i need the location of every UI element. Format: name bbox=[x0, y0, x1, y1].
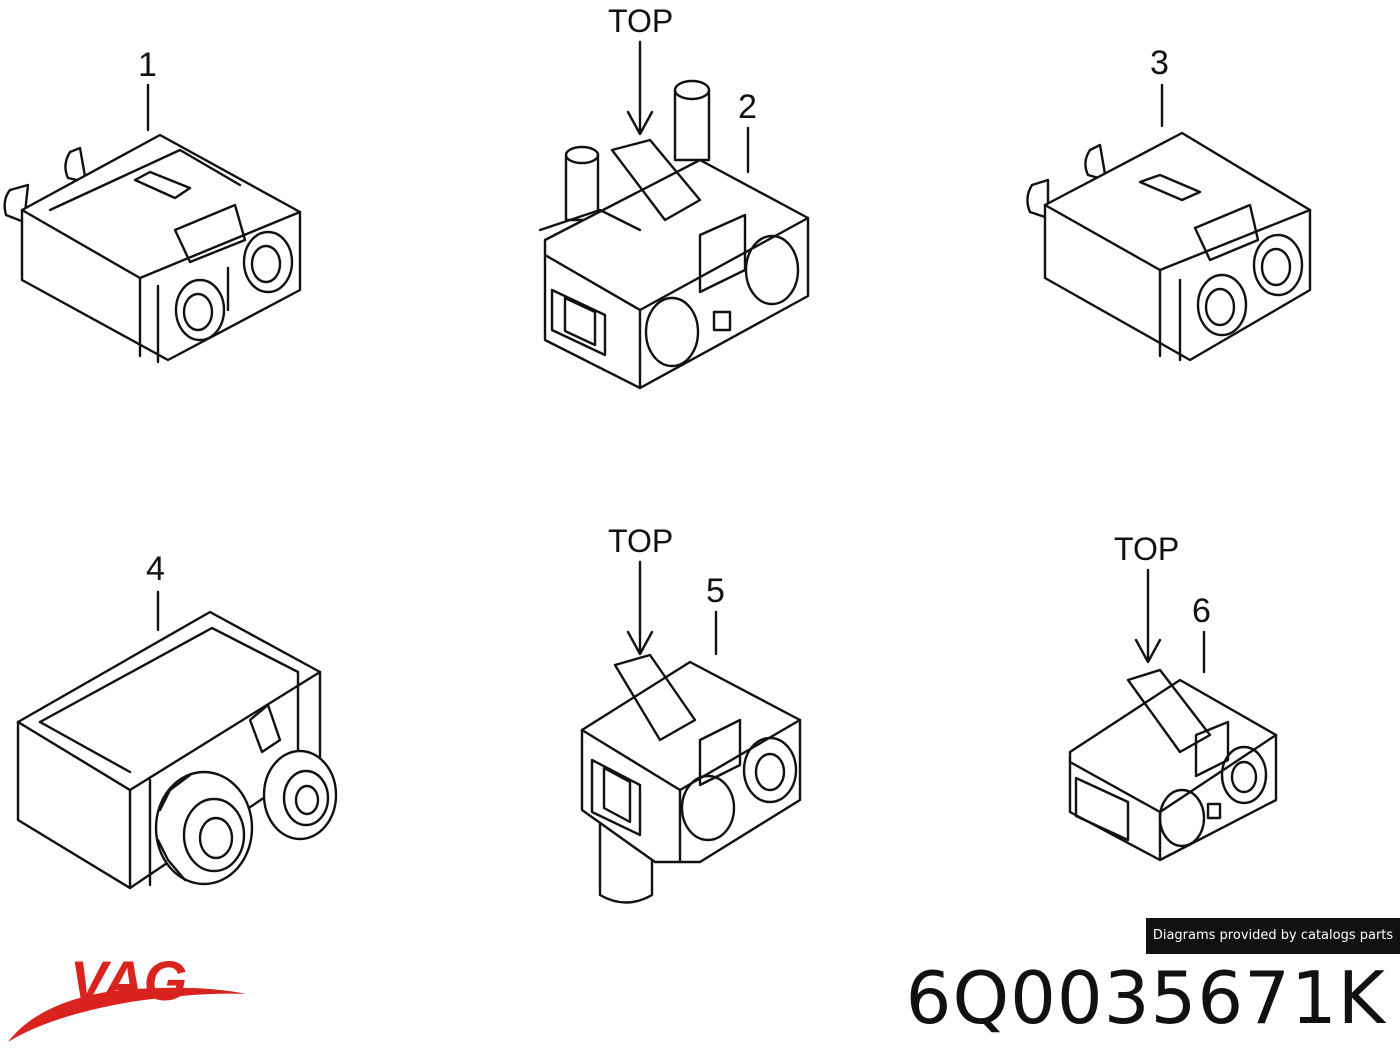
top-label-5: TOP bbox=[608, 523, 673, 559]
connector-4-drawing bbox=[16, 590, 338, 890]
callout-5: 5 bbox=[706, 572, 725, 610]
part-number: 6Q0035671K bbox=[905, 956, 1386, 1040]
callout-2: 2 bbox=[738, 88, 757, 126]
connector-3-drawing bbox=[1026, 83, 1312, 362]
callout-4: 4 bbox=[146, 550, 165, 588]
connector-1-drawing bbox=[3, 83, 302, 364]
logo-text: VAG bbox=[70, 949, 187, 1012]
top-label-6: TOP bbox=[1114, 531, 1179, 567]
connector-2-drawing bbox=[538, 40, 810, 390]
logo-swoosh bbox=[8, 987, 246, 1042]
callout-6: 6 bbox=[1192, 592, 1211, 630]
callout-1: 1 bbox=[138, 46, 157, 84]
connector-6-drawing bbox=[1068, 568, 1278, 862]
connector-5-drawing bbox=[580, 560, 802, 904]
callout-3: 3 bbox=[1150, 44, 1169, 82]
vag-logo: VAG bbox=[8, 949, 246, 1042]
credit-banner: Diagrams provided by catalogs parts bbox=[1146, 918, 1400, 954]
top-label-2: TOP bbox=[608, 3, 673, 39]
